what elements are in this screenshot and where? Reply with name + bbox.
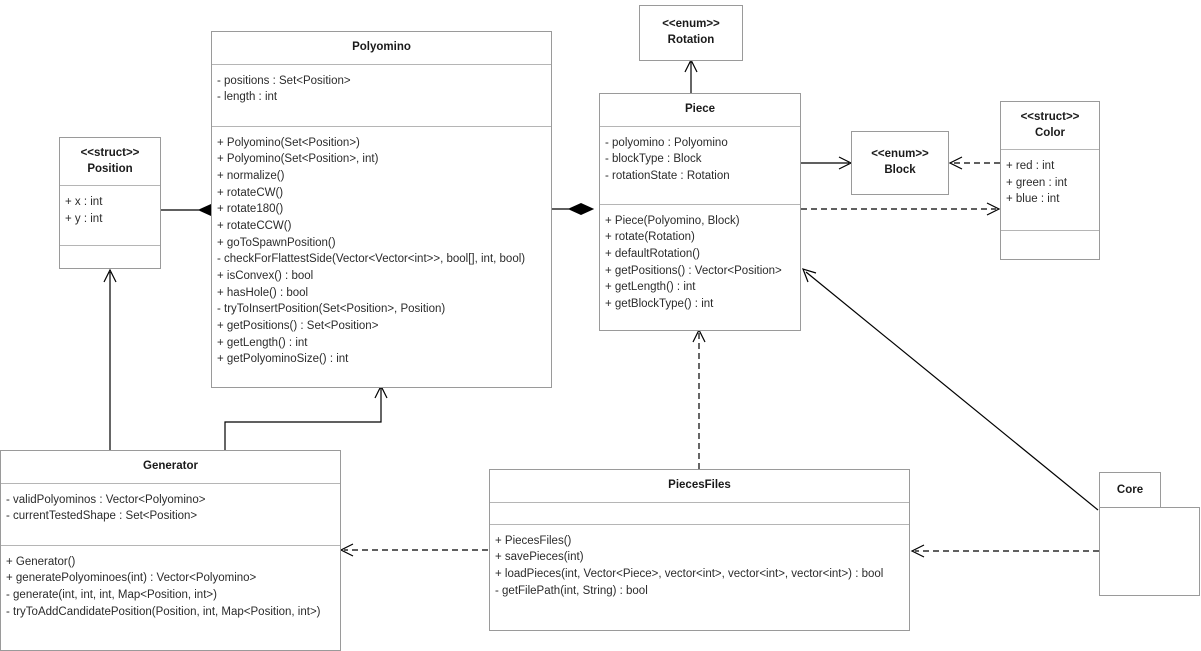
attribute-row: - rotationState : Rotation — [605, 169, 730, 182]
attribute-row: + x : int — [65, 196, 103, 209]
method-row: + rotate180() — [217, 203, 284, 216]
class-box-position[interactable]: <<struct>> Position + x : int + y : int — [59, 137, 161, 269]
class-title-generator: Generator — [1, 451, 340, 484]
attributes-position: + x : int + y : int — [60, 186, 160, 246]
edge-core-piecesfiles — [910, 544, 1099, 558]
attribute-row: - length : int — [217, 91, 278, 104]
method-row: - generate(int, int, int, Map<Position, … — [6, 588, 217, 601]
attribute-row: + green : int — [1006, 176, 1068, 189]
edge-piece-rotation — [684, 58, 698, 94]
method-row: + hasHole() : bool — [217, 286, 309, 299]
class-title-piece: Piece — [600, 94, 800, 127]
attribute-row: - blockType : Block — [605, 153, 702, 166]
method-row: + Piece(Polyomino, Block) — [605, 214, 740, 227]
attributes-piece: - polyomino : Polyomino - blockType : Bl… — [600, 127, 800, 205]
class-title-piecesfiles: PiecesFiles — [490, 470, 909, 503]
edge-color-block — [948, 156, 1000, 170]
method-row: + savePieces(int) — [495, 551, 584, 564]
edge-piecesfiles-piece — [692, 328, 706, 469]
methods-piece: + Piece(Polyomino, Block) + rotate(Rotat… — [600, 205, 800, 330]
method-row: + getPositions() : Set<Position> — [217, 319, 379, 332]
method-row: + generatePolyominoes(int) : Vector<Poly… — [6, 572, 257, 585]
method-row: + goToSpawnPosition() — [217, 236, 336, 249]
method-row: + rotateCW() — [217, 186, 284, 199]
method-row: - getFilePath(int, String) : bool — [495, 584, 648, 597]
method-row: + Generator() — [6, 555, 76, 568]
methods-position — [60, 246, 160, 268]
attribute-row: + y : int — [65, 212, 103, 225]
method-row: + Polyomino(Set<Position>) — [217, 136, 360, 149]
attributes-piecesfiles — [490, 503, 909, 525]
package-box-core[interactable]: Core — [1099, 472, 1201, 597]
method-row: + rotateCCW() — [217, 219, 292, 232]
method-row: + getLength() : int — [217, 336, 308, 349]
methods-polyomino: + Polyomino(Set<Position>) + Polyomino(S… — [212, 127, 551, 387]
class-box-block[interactable]: <<enum>> Block — [851, 131, 949, 195]
method-row: + loadPieces(int, Vector<Piece>, vector<… — [495, 567, 884, 580]
methods-piecesfiles: + PiecesFiles() + savePieces(int) + load… — [490, 525, 909, 630]
class-title-rotation: <<enum>> Rotation — [662, 18, 720, 46]
method-row: + getLength() : int — [605, 281, 696, 294]
edge-polyomino-piece — [552, 202, 595, 216]
attributes-polyomino: - positions : Set<Position> - length : i… — [212, 65, 551, 127]
edge-generator-position — [103, 268, 117, 450]
edge-generator-polyomino — [224, 384, 388, 450]
edge-core-piece — [801, 268, 1099, 511]
class-box-rotation[interactable]: <<enum>> Rotation — [639, 5, 743, 61]
attribute-row: - positions : Set<Position> — [217, 74, 351, 87]
attribute-row: - currentTestedShape : Set<Position> — [6, 510, 198, 523]
class-title-color: <<struct>> Color — [1001, 102, 1099, 151]
class-title-block: <<enum>> Block — [871, 148, 929, 176]
method-row: + normalize() — [217, 169, 285, 182]
class-box-color[interactable]: <<struct>> Color + red : int + green : i… — [1000, 101, 1100, 260]
method-row: - tryToAddCandidatePosition(Position, in… — [6, 605, 321, 618]
class-title-polyomino: Polyomino — [212, 32, 551, 65]
edge-piece-block — [801, 156, 853, 170]
attribute-row: + blue : int — [1006, 193, 1060, 206]
class-box-piece[interactable]: Piece - polyomino : Polyomino - blockTyp… — [599, 93, 801, 331]
method-row: + defaultRotation() — [605, 247, 700, 260]
method-row: - tryToInsertPosition(Set<Position>, Pos… — [217, 303, 446, 316]
class-box-generator[interactable]: Generator - validPolyominos : Vector<Pol… — [0, 450, 341, 651]
method-row: + getBlockType() : int — [605, 297, 714, 310]
attributes-generator: - validPolyominos : Vector<Polyomino> - … — [1, 484, 340, 546]
method-row: + Polyomino(Set<Position>, int) — [217, 153, 379, 166]
package-tab-core: Core — [1099, 472, 1161, 508]
attribute-row: - validPolyominos : Vector<Polyomino> — [6, 493, 206, 506]
method-row: + rotate(Rotation) — [605, 231, 695, 244]
method-row: - checkForFlattestSide(Vector<Vector<int… — [217, 253, 526, 266]
package-title-core: Core — [1116, 484, 1144, 496]
attributes-color: + red : int + green : int + blue : int — [1001, 150, 1099, 231]
attribute-row: + red : int — [1006, 160, 1055, 173]
class-box-polyomino[interactable]: Polyomino - positions : Set<Position> - … — [211, 31, 552, 388]
methods-color — [1001, 231, 1099, 259]
method-row: + PiecesFiles() — [495, 534, 572, 547]
class-box-piecesfiles[interactable]: PiecesFiles + PiecesFiles() + savePieces… — [489, 469, 910, 631]
edge-piecesfiles-generator — [339, 543, 488, 557]
attribute-row: - polyomino : Polyomino — [605, 136, 728, 149]
method-row: + getPositions() : Vector<Position> — [605, 264, 782, 277]
class-title-position: <<struct>> Position — [60, 138, 160, 187]
edge-piece-color — [801, 202, 1001, 216]
methods-generator: + Generator() + generatePolyominoes(int)… — [1, 546, 340, 650]
method-row: + getPolyominoSize() : int — [217, 353, 349, 366]
method-row: + isConvex() : bool — [217, 269, 314, 282]
package-body-core — [1099, 507, 1200, 596]
